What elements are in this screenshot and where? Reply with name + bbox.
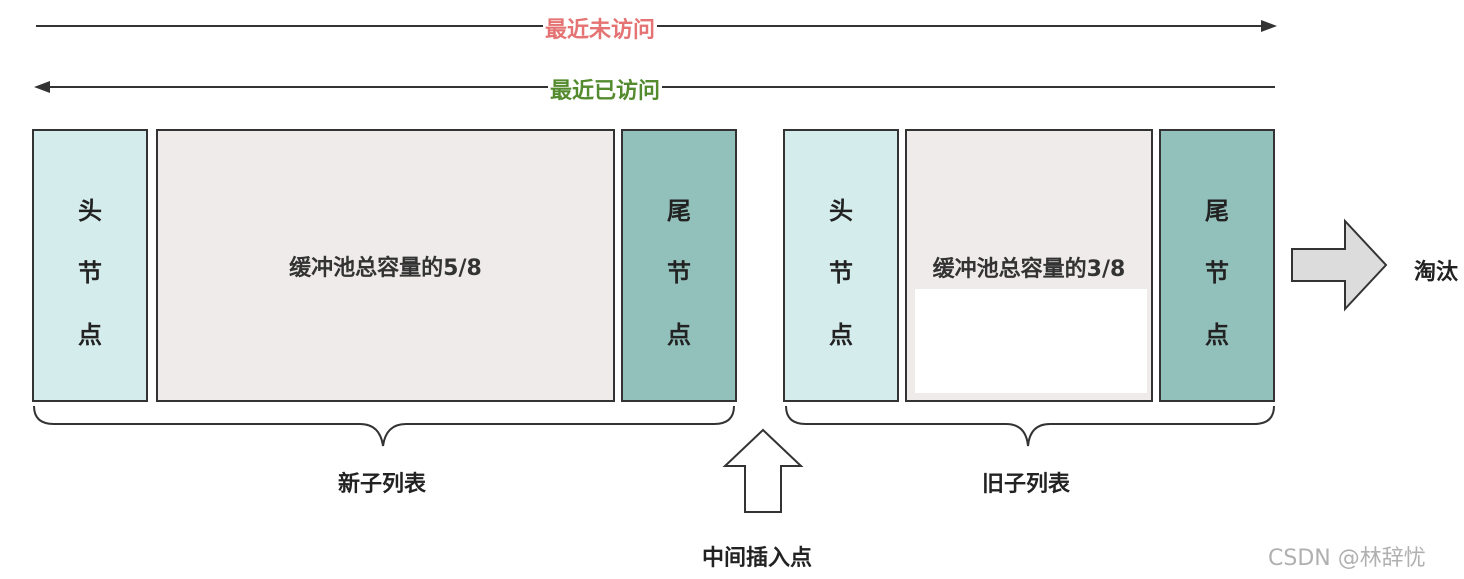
old-head-node: 头 节 点 — [783, 129, 899, 402]
midpoint-label: 中间插入点 — [702, 546, 813, 571]
direction-arrows — [34, 20, 1277, 93]
old-body-text: 缓冲池总容量的3/8 — [932, 257, 1126, 282]
old-body-white-patch — [915, 289, 1147, 393]
old-tail-char-2: 节 — [1205, 259, 1229, 287]
old-tail-char-3: 点 — [1205, 321, 1229, 349]
new-tail-char-1: 尾 — [667, 197, 691, 225]
new-head-char-3: 点 — [78, 321, 102, 349]
new-body-text: 缓冲池总容量的5/8 — [289, 255, 482, 281]
watermark: CSDN @林辞忧 — [1268, 546, 1426, 571]
old-head-char-2: 节 — [829, 259, 853, 287]
old-body: 缓冲池总容量的3/8 — [905, 129, 1153, 402]
new-sublist-brace — [33, 405, 735, 447]
old-head-char-3: 点 — [829, 321, 853, 349]
old-sublist-label: 旧子列表 — [982, 472, 1071, 497]
evict-right-arrow — [1291, 218, 1388, 312]
old-head-char-1: 头 — [829, 197, 853, 225]
new-tail-node: 尾 节 点 — [621, 129, 737, 402]
new-body: 缓冲池总容量的5/8 — [156, 129, 615, 402]
old-tail-char-1: 尾 — [1205, 197, 1229, 225]
visited-label: 最近已访问 — [548, 73, 663, 105]
visited-arrow-head — [34, 81, 50, 93]
old-tail-node: 尾 节 点 — [1159, 129, 1275, 402]
old-sublist-brace — [785, 405, 1275, 447]
new-head-char-1: 头 — [78, 197, 102, 225]
unvisited-label: 最近未访问 — [543, 12, 658, 44]
new-tail-char-2: 节 — [667, 259, 691, 287]
new-sublist-label: 新子列表 — [338, 472, 427, 497]
midpoint-up-arrow — [722, 428, 804, 513]
new-tail-char-3: 点 — [667, 321, 691, 349]
new-head-node: 头 节 点 — [32, 129, 148, 402]
evict-label: 淘汰 — [1414, 260, 1459, 285]
unvisited-arrow-head — [1261, 20, 1277, 32]
new-head-char-2: 节 — [78, 259, 102, 287]
